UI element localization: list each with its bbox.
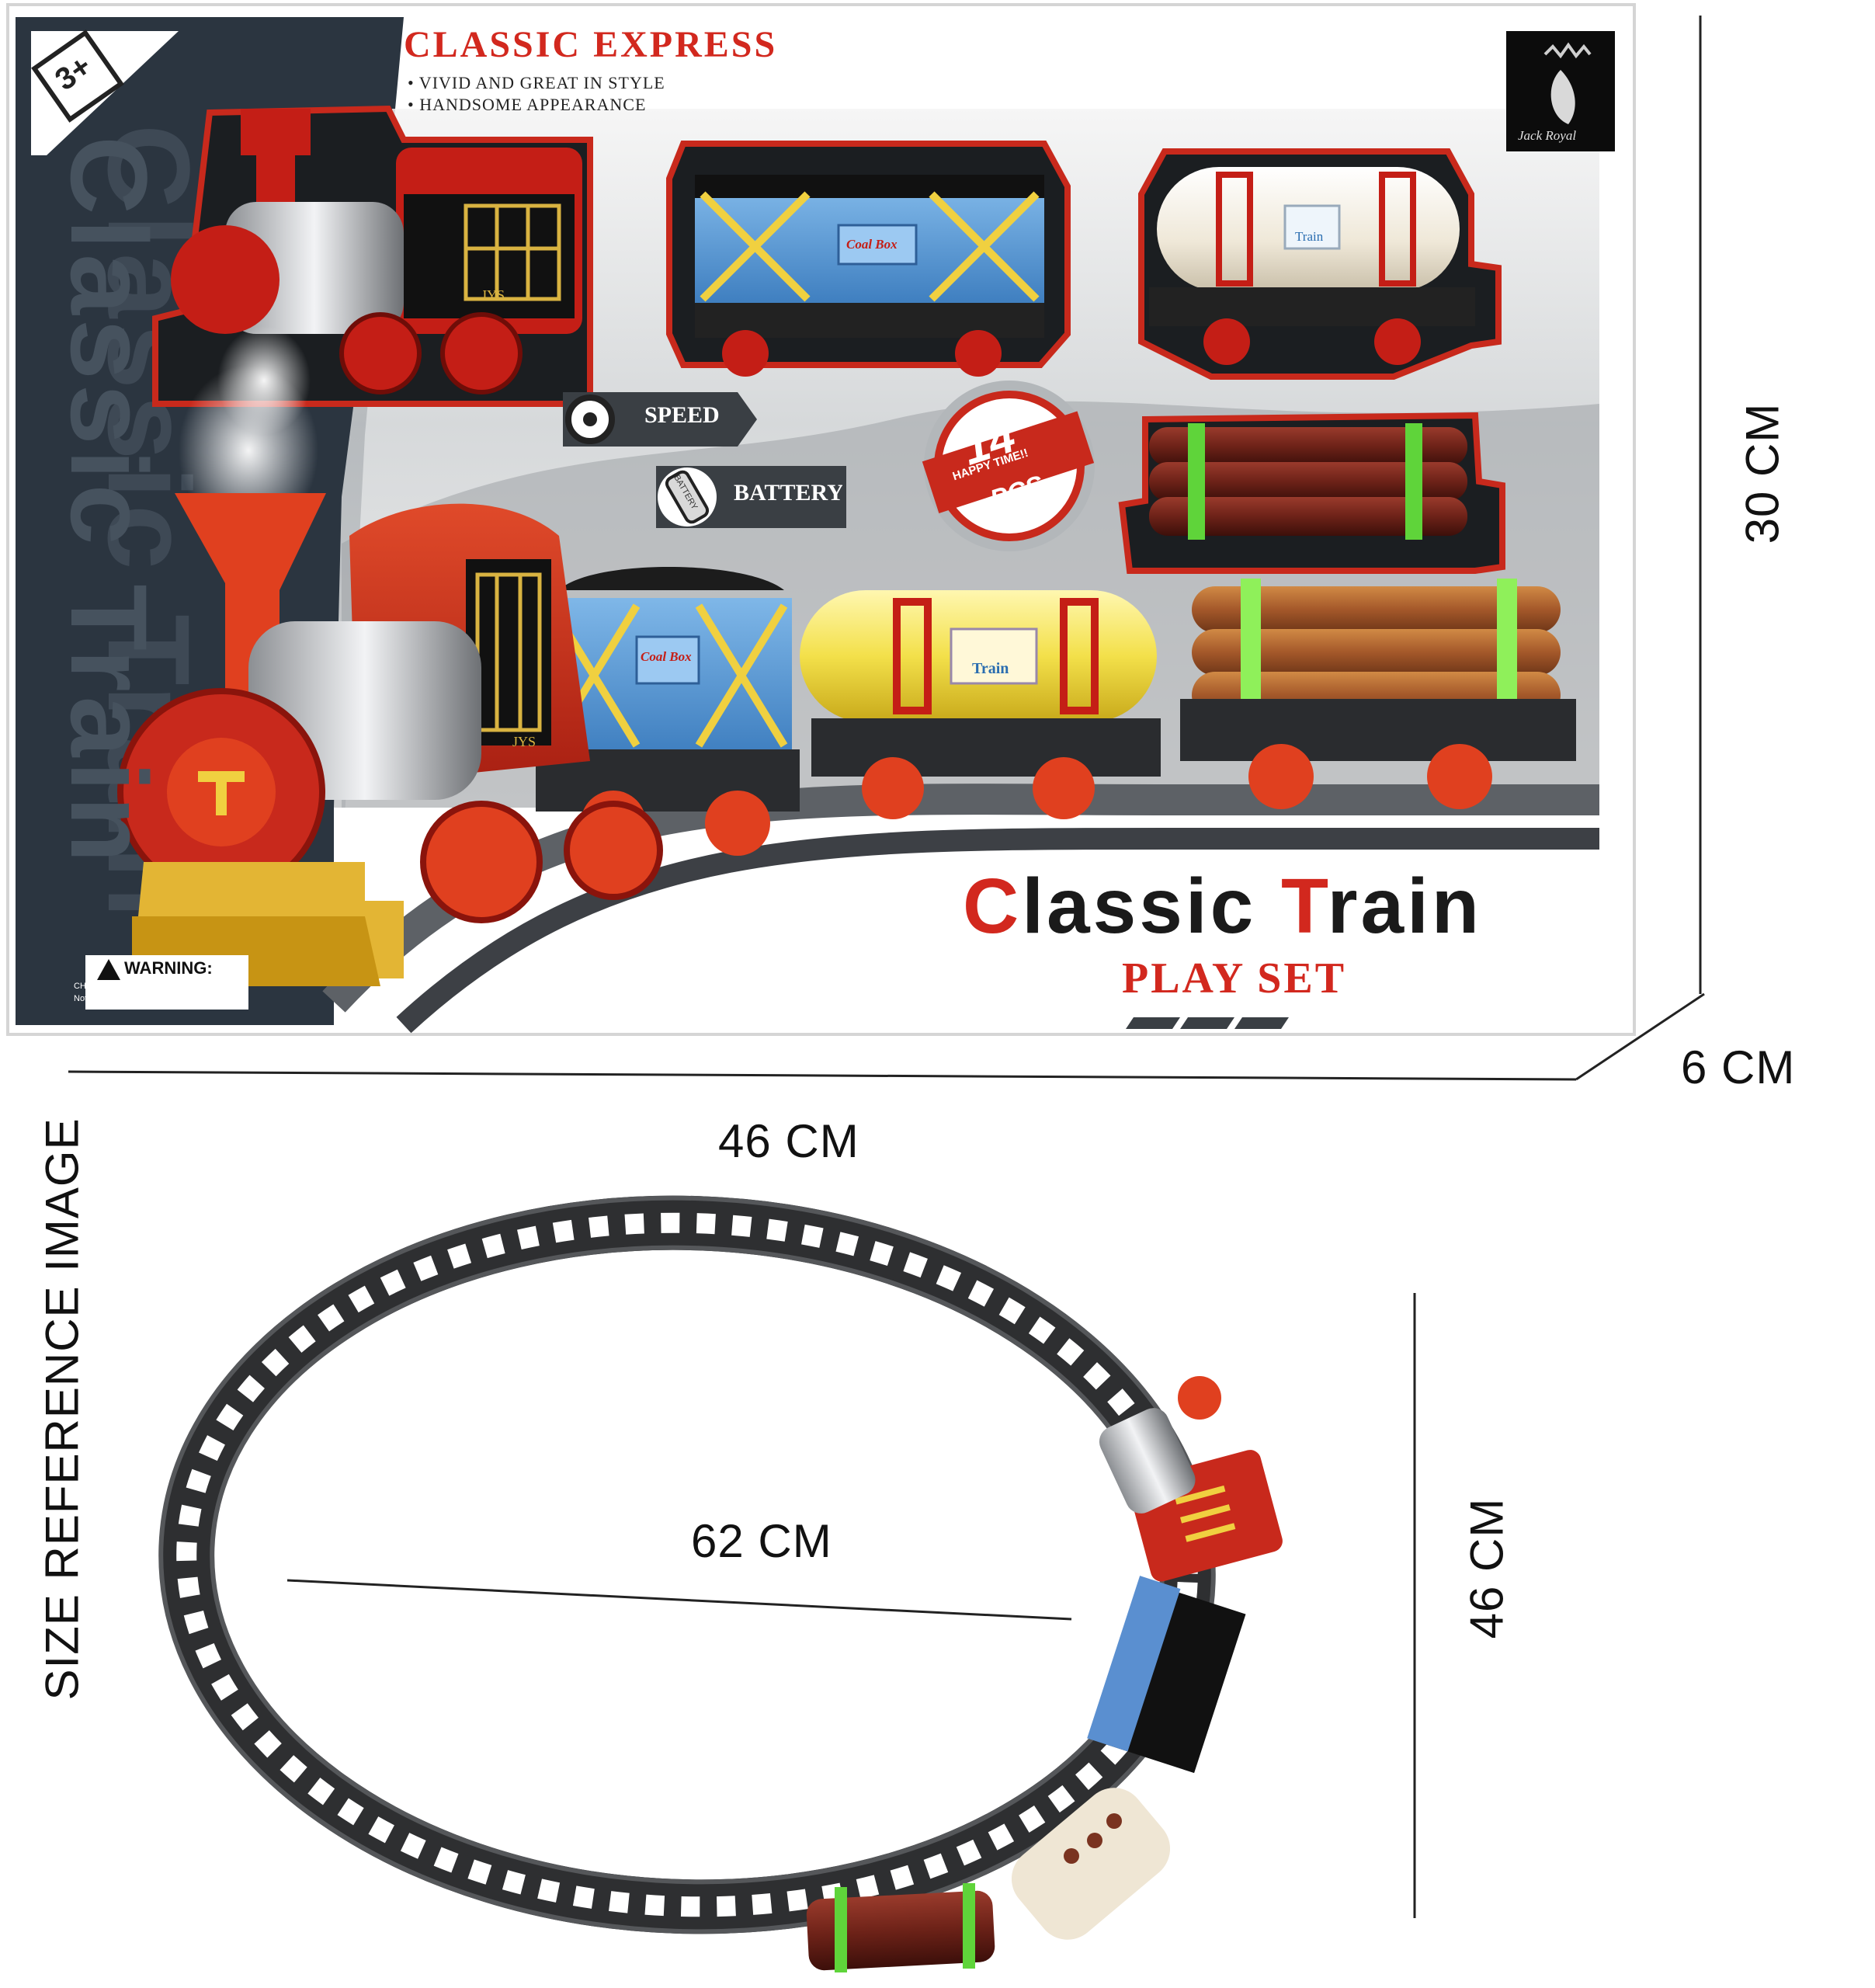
coal-box-label-top: Coal Box — [846, 237, 898, 252]
warning-box — [85, 955, 248, 1010]
main-title-part-2: rain — [1327, 863, 1483, 950]
main-title-initial-t: T — [1281, 863, 1328, 950]
oval-width-label: 46 CM — [1460, 1497, 1513, 1639]
top-log-car — [1149, 423, 1467, 540]
feature-bullet-2: • HANDSOME APPEARANCE — [408, 95, 647, 114]
brand-line: CLASSIC EXPRESS — [404, 24, 778, 65]
warning-line-1: CHOKING HAZARD-Small parts. — [74, 982, 200, 991]
subtitle: PLAY SET — [1122, 954, 1347, 1003]
speed-label: SPEED — [644, 402, 720, 428]
depth-label: 6 CM — [1681, 1041, 1796, 1093]
oval-track — [158, 1195, 1216, 1934]
loco-label-top: JYS — [481, 287, 505, 303]
age-badge — [31, 30, 179, 155]
main-locomotive — [117, 493, 663, 986]
tank-label-top: Train — [1295, 229, 1324, 244]
width-label: 46 CM — [718, 1115, 859, 1167]
speed-feature — [563, 392, 757, 447]
track-illustration — [322, 784, 1599, 1013]
width-dimension-line — [68, 1070, 1577, 1081]
warning-title: WARNING: — [124, 958, 213, 978]
depth-dimension-line — [1575, 992, 1705, 1081]
side-title: Classic Train — [48, 136, 170, 867]
top-tank-car — [1149, 167, 1475, 365]
height-label: 30 CM — [1736, 402, 1789, 544]
log-car — [1180, 579, 1576, 809]
size-reference-caption: SIZE REFERENCE IMAGE — [36, 1117, 89, 1701]
top-coal-car — [695, 175, 1044, 377]
tank-label-main: Train — [972, 660, 1009, 677]
main-title: Classic Train — [963, 862, 1482, 951]
yellow-tank-car — [800, 590, 1161, 819]
battery-label: BATTERY — [734, 480, 842, 506]
toy-train-on-track — [806, 1376, 1283, 1972]
coal-box-label-main: Coal Box — [641, 649, 692, 664]
main-title-initial-c: C — [963, 863, 1023, 950]
warning-line-2: Not for children under 3 years. — [74, 994, 189, 1003]
top-locomotive — [171, 109, 582, 394]
feature-bullet-1: • VIVID AND GREAT IN STYLE — [408, 73, 665, 92]
oval-length-line — [286, 1579, 1072, 1621]
pieces-badge — [922, 381, 1095, 551]
main-title-part-1: lassic — [1022, 863, 1282, 950]
brand-logo-text: Jack Royal — [1518, 128, 1577, 143]
battery-feature — [656, 466, 846, 528]
loco-label-main: JYS — [512, 734, 536, 749]
oval-length-label: 62 CM — [691, 1515, 832, 1567]
